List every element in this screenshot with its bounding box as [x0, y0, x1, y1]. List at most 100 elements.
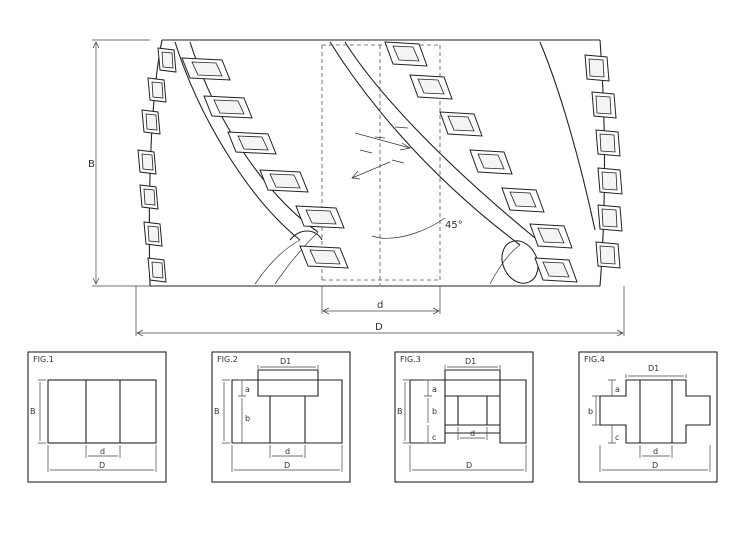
cutter-blade [269, 173, 301, 189]
dim-B-label: B [397, 407, 403, 416]
dim-D [599, 445, 711, 472]
cutter-blade [151, 81, 164, 99]
dim-a-label: a [245, 385, 250, 394]
dim-B [222, 379, 230, 444]
dim-D [409, 445, 527, 472]
dim-B-arrows [92, 41, 100, 285]
figure-frame [27, 351, 167, 483]
dim-D-label: D [466, 461, 472, 470]
bore-lines [269, 396, 306, 443]
cutter-blade [147, 225, 160, 243]
dim-d [639, 445, 673, 458]
flute-line [489, 244, 521, 285]
dim-D1 [444, 365, 501, 369]
dim-d [269, 445, 306, 458]
dim-B [38, 379, 46, 444]
dim-D [231, 445, 343, 472]
dim-b-label: b [245, 414, 250, 423]
cutter-blade [588, 58, 605, 78]
dim-a [608, 379, 616, 396]
cutter-blade [537, 227, 565, 244]
cutter-main-view: 45° B d D [88, 39, 625, 337]
flute-line [254, 239, 301, 285]
chip-pocket [289, 230, 323, 241]
dim-d [85, 445, 121, 458]
dim-c [424, 425, 432, 444]
profile-outline [599, 379, 711, 444]
dim-D1-label: D1 [648, 364, 659, 373]
cutter-blade [145, 113, 158, 131]
cutter-blade [161, 51, 174, 69]
figure-title: FIG.2 [217, 355, 238, 364]
cutter-blade [447, 115, 475, 132]
cutter-blade [305, 209, 337, 225]
dim-D-label: D [99, 461, 105, 470]
dim-a-label: a [615, 385, 620, 394]
angle-arc [371, 235, 381, 239]
cutter-blade [143, 188, 156, 206]
dim-d [457, 427, 488, 440]
cutter-blade [542, 261, 570, 278]
cutter-blade [601, 171, 618, 191]
cutter-blade [601, 208, 618, 228]
cutter-blade [599, 245, 616, 265]
dim-D-arrows [136, 329, 624, 337]
dim-B-label: B [214, 407, 220, 416]
left-blade-column [137, 47, 177, 283]
dim-a [238, 379, 246, 397]
rotation-arrows [351, 126, 411, 180]
figure-2: FIG.2 D1 a b B d D [211, 351, 351, 483]
right-blade-column [584, 54, 623, 269]
dim-b [592, 395, 600, 426]
bore-lines [639, 380, 673, 443]
figure-title: FIG.1 [33, 355, 54, 364]
figure-4: FIG.4 D1 a b c d D [578, 351, 718, 483]
dim-B [403, 379, 409, 444]
cutter-blade [191, 61, 223, 77]
figure-frame [394, 351, 534, 483]
dim-d-label: d [470, 429, 475, 438]
dim-D [47, 445, 157, 472]
flute-line [174, 41, 301, 241]
angle-label: 45° [445, 220, 463, 231]
dim-D1-label: D1 [280, 357, 291, 366]
flute-line [329, 41, 521, 246]
flute-line [344, 41, 536, 239]
dim-extension [135, 286, 625, 336]
figure-title: FIG.4 [584, 355, 605, 364]
inner-left-blade-row [181, 57, 349, 269]
dim-B-label: B [30, 407, 36, 416]
profile-outline [409, 369, 527, 444]
cutter-blade [477, 153, 505, 170]
cutter-blade [392, 45, 420, 62]
dim-c-label: c [615, 433, 619, 442]
hub-step [257, 379, 319, 397]
cutter-blade [417, 78, 445, 95]
cutter-blade [599, 133, 616, 153]
dim-a-label: a [432, 385, 437, 394]
dim-a [424, 379, 432, 397]
dim-B-label: B [88, 159, 95, 170]
flute-line [539, 41, 596, 231]
cutter-blade [151, 261, 164, 279]
dim-c [608, 425, 616, 444]
dim-D-label: D [652, 461, 658, 470]
dim-D-label: D [375, 322, 383, 333]
cutter-blade [141, 153, 154, 171]
flute-line [274, 231, 319, 285]
dim-b-label: b [432, 407, 437, 416]
dim-d-arrows [322, 307, 440, 315]
hub-steps [445, 379, 500, 434]
dim-D1 [625, 374, 687, 378]
cutter-blade [309, 249, 341, 265]
inner-right-blade-row [384, 41, 578, 283]
cutter-blade [213, 99, 245, 115]
cutter-blade [237, 135, 269, 151]
dim-d-label: d [285, 447, 290, 456]
figure-3: FIG.3 D1 a b c B d D [394, 351, 534, 483]
dim-D1-label: D1 [465, 357, 476, 366]
profile-outline [47, 379, 157, 444]
angle-arc [379, 217, 446, 239]
dim-extension [321, 286, 441, 314]
